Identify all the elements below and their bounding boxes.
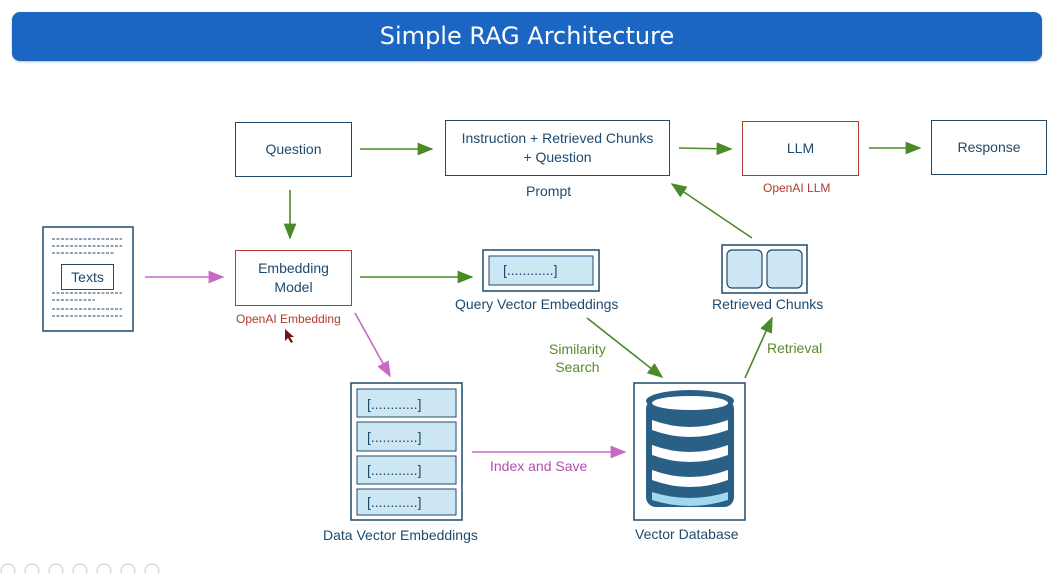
texts-label: Texts bbox=[71, 268, 104, 285]
index-and-save-label: Index and Save bbox=[490, 458, 588, 474]
question-label: Question bbox=[265, 141, 322, 157]
subtitles-icon bbox=[120, 563, 136, 573]
question-node: Question bbox=[235, 122, 352, 177]
vector-db-caption: Vector Database bbox=[635, 526, 739, 542]
response-label: Response bbox=[957, 139, 1021, 155]
prev-icon bbox=[0, 563, 16, 573]
arrow-retrieval bbox=[744, 316, 773, 379]
arrow-prompt-to-llm bbox=[678, 142, 733, 156]
zoom-icon bbox=[96, 563, 112, 573]
query-vector-content: [............] bbox=[503, 262, 558, 278]
embedding-caption: OpenAI Embedding bbox=[236, 312, 341, 326]
slides-icon bbox=[72, 563, 88, 573]
arrow-embedding-to-data-vectors bbox=[354, 312, 391, 378]
pen-icon bbox=[48, 563, 64, 573]
prompt-line-1: Instruction + Retrieved Chunks bbox=[461, 130, 654, 146]
embedding-line-2: Model bbox=[274, 279, 313, 295]
data-vector-row: [............] bbox=[367, 462, 422, 478]
arrow-similarity-search bbox=[586, 317, 664, 378]
data-vector-stack-graphic bbox=[350, 382, 463, 521]
response-node: Response bbox=[931, 120, 1047, 175]
retrieval-label: Retrieval bbox=[767, 340, 823, 356]
llm-caption: OpenAI LLM bbox=[763, 181, 831, 195]
cursor-icon bbox=[285, 329, 294, 343]
retrieved-chunks-caption: Retrieved Chunks bbox=[712, 296, 824, 312]
query-vector-caption: Query Vector Embeddings bbox=[455, 296, 619, 312]
query-vector-graphic bbox=[482, 249, 600, 292]
retrieved-chunks-graphic bbox=[721, 244, 808, 294]
data-vector-row: [............] bbox=[367, 396, 422, 412]
similarity-line-2: Search bbox=[555, 359, 600, 375]
embedding-model-node: Embedding Model bbox=[235, 250, 352, 306]
next-icon bbox=[24, 563, 40, 573]
arrow-chunks-to-prompt bbox=[670, 183, 753, 239]
prompt-caption: Prompt bbox=[526, 183, 572, 199]
data-vector-row: [............] bbox=[367, 494, 422, 510]
llm-label: LLM bbox=[786, 140, 815, 156]
data-vector-row: [............] bbox=[367, 429, 422, 445]
embedding-line-1: Embedding bbox=[258, 260, 329, 276]
data-vector-caption: Data Vector Embeddings bbox=[323, 527, 478, 543]
texts-label-box: Texts bbox=[61, 264, 114, 290]
more-icon bbox=[144, 563, 160, 573]
prompt-line-2: + Question bbox=[523, 149, 592, 165]
page-title: Simple RAG Architecture bbox=[12, 12, 1042, 61]
similarity-line-1: Similarity bbox=[549, 341, 606, 357]
slideshow-controls[interactable] bbox=[0, 561, 200, 573]
similarity-search-label: Similarity Search bbox=[549, 340, 606, 376]
database-icon bbox=[633, 382, 746, 521]
prompt-node: Instruction + Retrieved Chunks + Questio… bbox=[445, 120, 670, 176]
llm-node: LLM bbox=[742, 121, 859, 176]
